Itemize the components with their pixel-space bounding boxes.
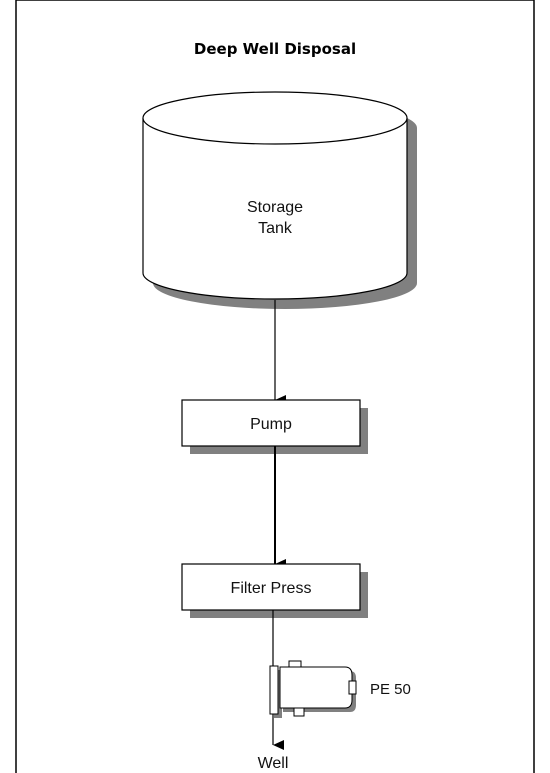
diagram-title: Deep Well Disposal: [194, 40, 356, 58]
filter-press-label: Filter Press: [231, 580, 312, 597]
pe50-filter-unit-icon: [269, 660, 357, 718]
storage-tank-label-line2: Tank: [258, 220, 293, 237]
pump-label: Pump: [250, 416, 292, 433]
storage-tank-label-line1: Storage: [247, 199, 303, 216]
filter-press-box: Filter Press: [181, 563, 368, 618]
storage-tank: Storage Tank: [142, 91, 417, 309]
pe50-label: PE 50: [370, 681, 411, 698]
page-frame: [15, 0, 535, 773]
well-label: Well: [258, 755, 289, 772]
pump-box: Pump: [181, 399, 368, 454]
